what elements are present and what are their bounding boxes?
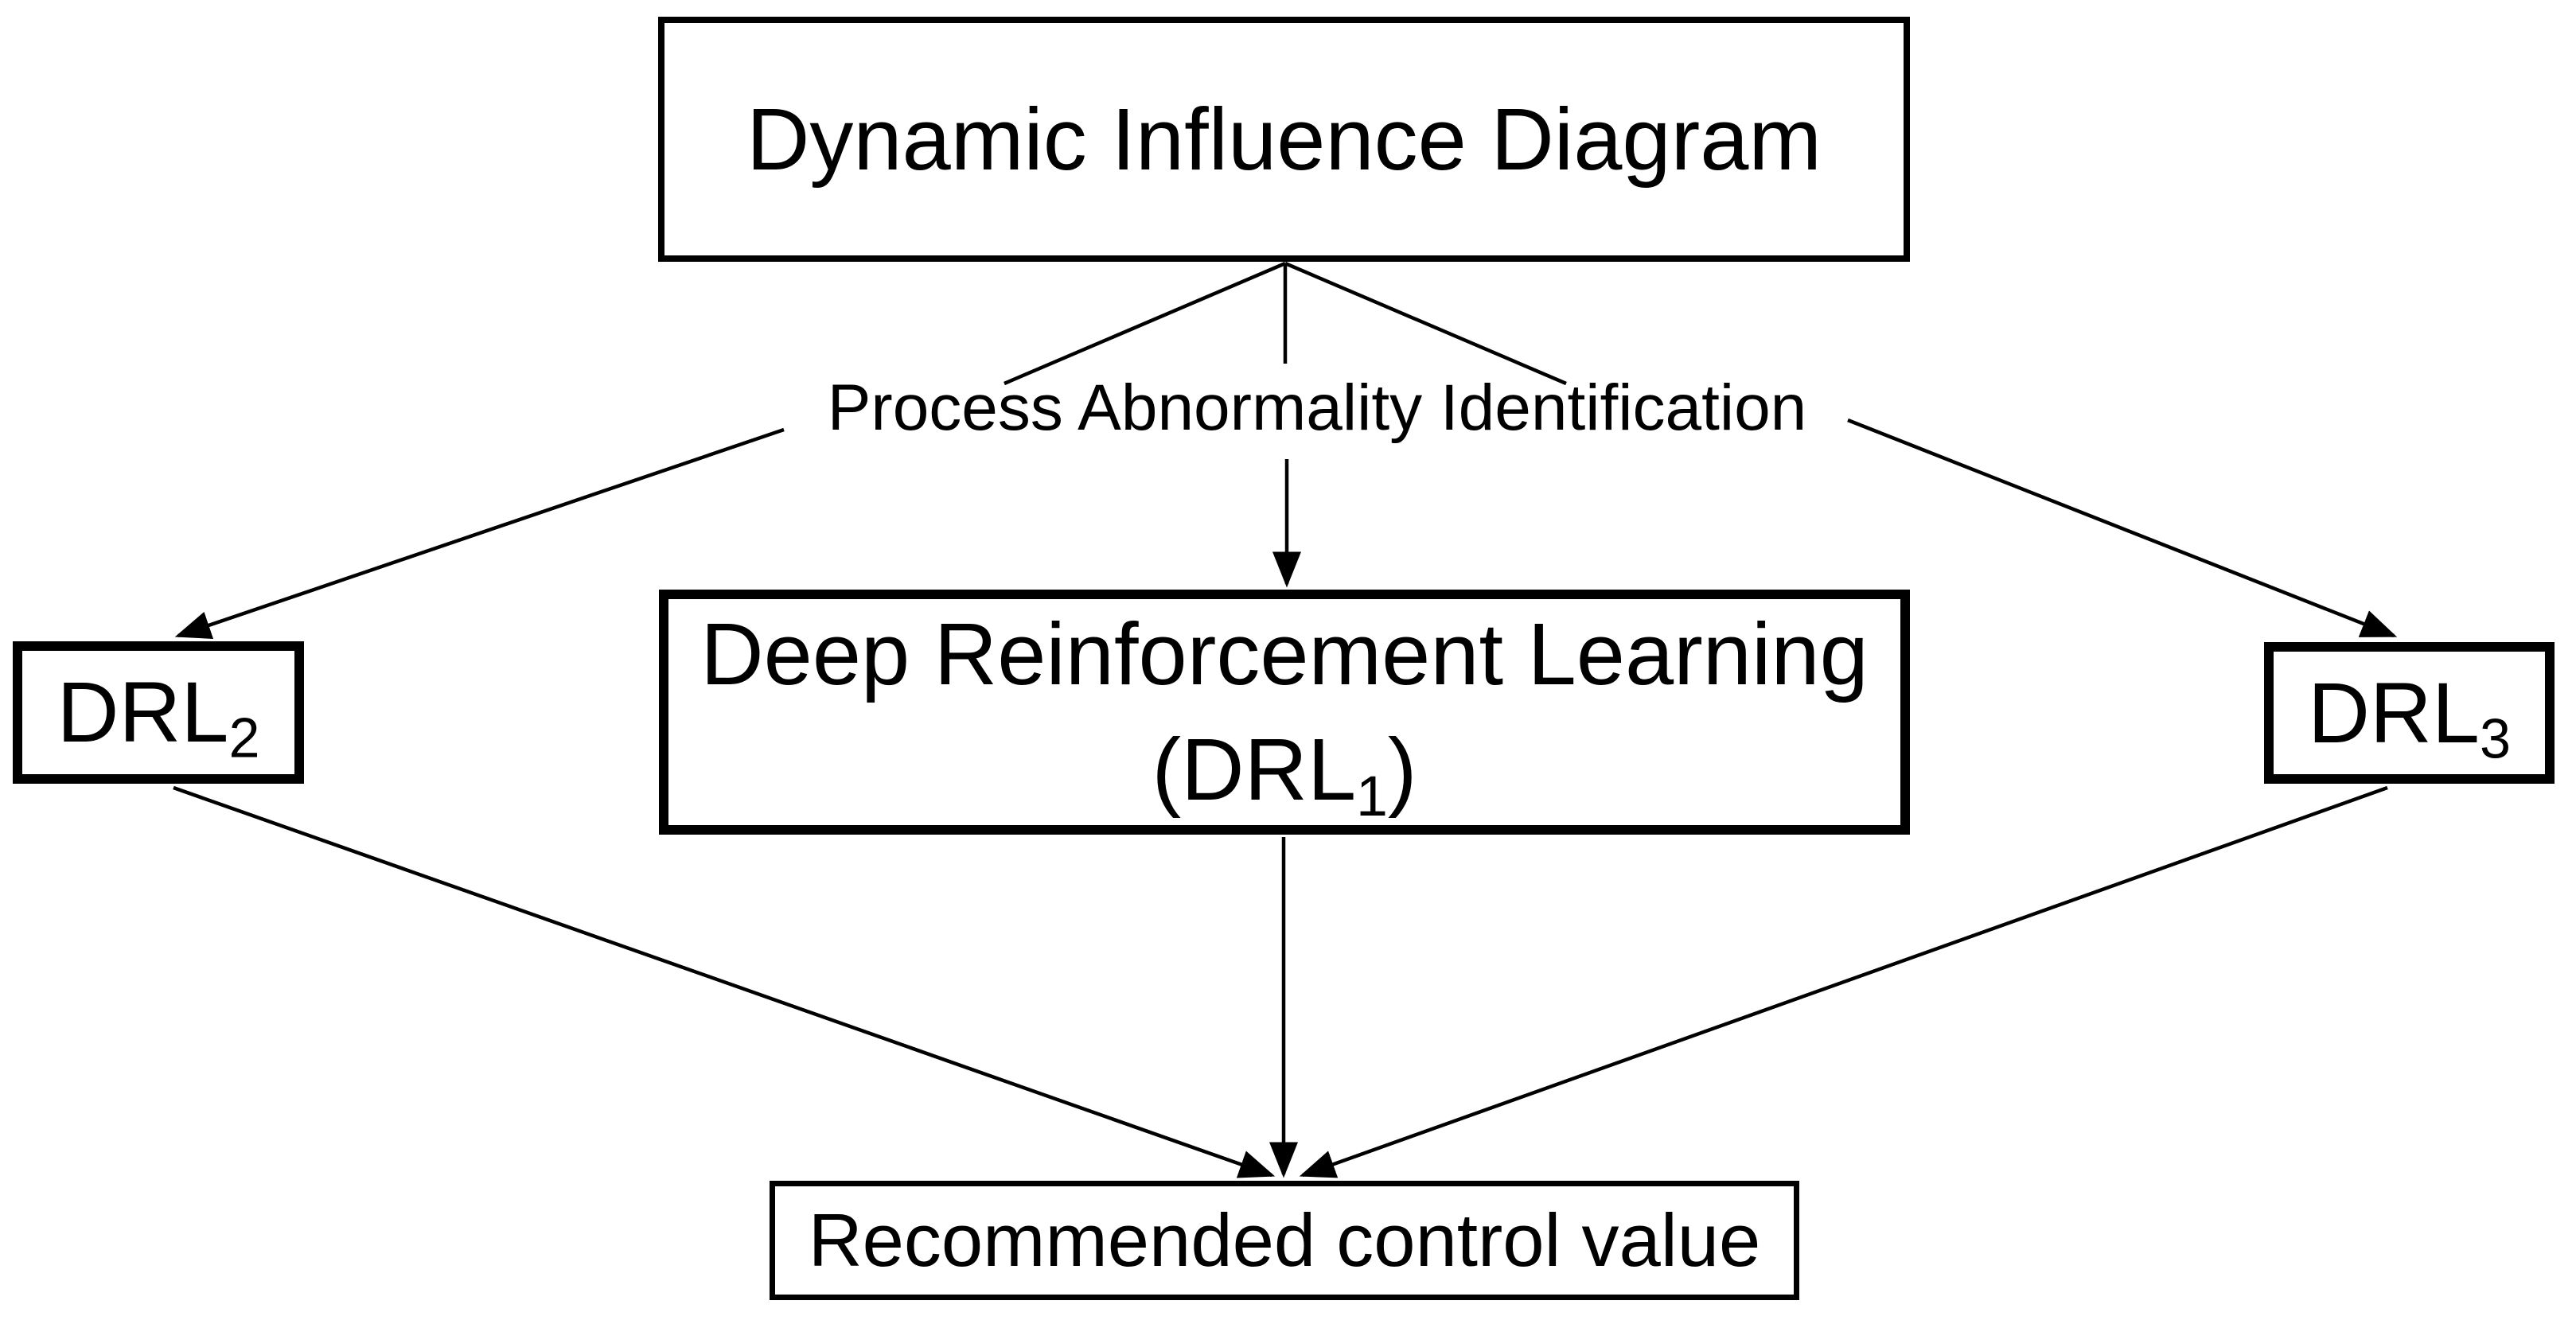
drl3-base-text: DRL	[2307, 664, 2480, 761]
node-drl2-label: DRL2	[57, 656, 259, 768]
node-dynamic-influence-diagram-label: Dynamic Influence Diagram	[746, 90, 1822, 189]
node-drl2: DRL2	[13, 641, 304, 784]
drl3-subscript: 3	[2480, 707, 2512, 770]
edge-drl3-to-output	[1299, 785, 2388, 1178]
node-recommended-control-value: Recommended control value	[770, 1181, 1799, 1300]
edge-label-to-drl2	[174, 427, 785, 639]
edge-drl2-to-output	[173, 785, 1276, 1178]
node-drl1-line2: (DRL1)	[1152, 712, 1417, 827]
node-drl1-line1: Deep Reinforcement Learning	[700, 605, 1869, 703]
node-recommended-control-value-label: Recommended control value	[808, 1197, 1761, 1282]
node-drl1: Deep Reinforcement Learning (DRL1)	[659, 590, 1910, 835]
node-drl3-label: DRL3	[2308, 657, 2511, 769]
drl1-subscript: 1	[1356, 765, 1388, 829]
edge-label-to-drl3	[1847, 418, 2398, 638]
process-abnormality-label-text: Process Abnormality Identification	[827, 372, 1807, 444]
drl1-line2-prefix: (DRL	[1152, 721, 1357, 819]
drl2-subscript: 2	[228, 706, 260, 769]
label-process-abnormality-identification: Process Abnormality Identification	[796, 362, 1838, 454]
drl2-base-text: DRL	[57, 664, 229, 761]
node-drl3: DRL3	[2264, 642, 2555, 784]
node-dynamic-influence-diagram: Dynamic Influence Diagram	[658, 17, 1910, 262]
drl1-line2-suffix: )	[1387, 721, 1417, 819]
edge-top-to-label-left	[1004, 261, 1286, 386]
edge-top-to-label-right	[1284, 261, 1567, 386]
